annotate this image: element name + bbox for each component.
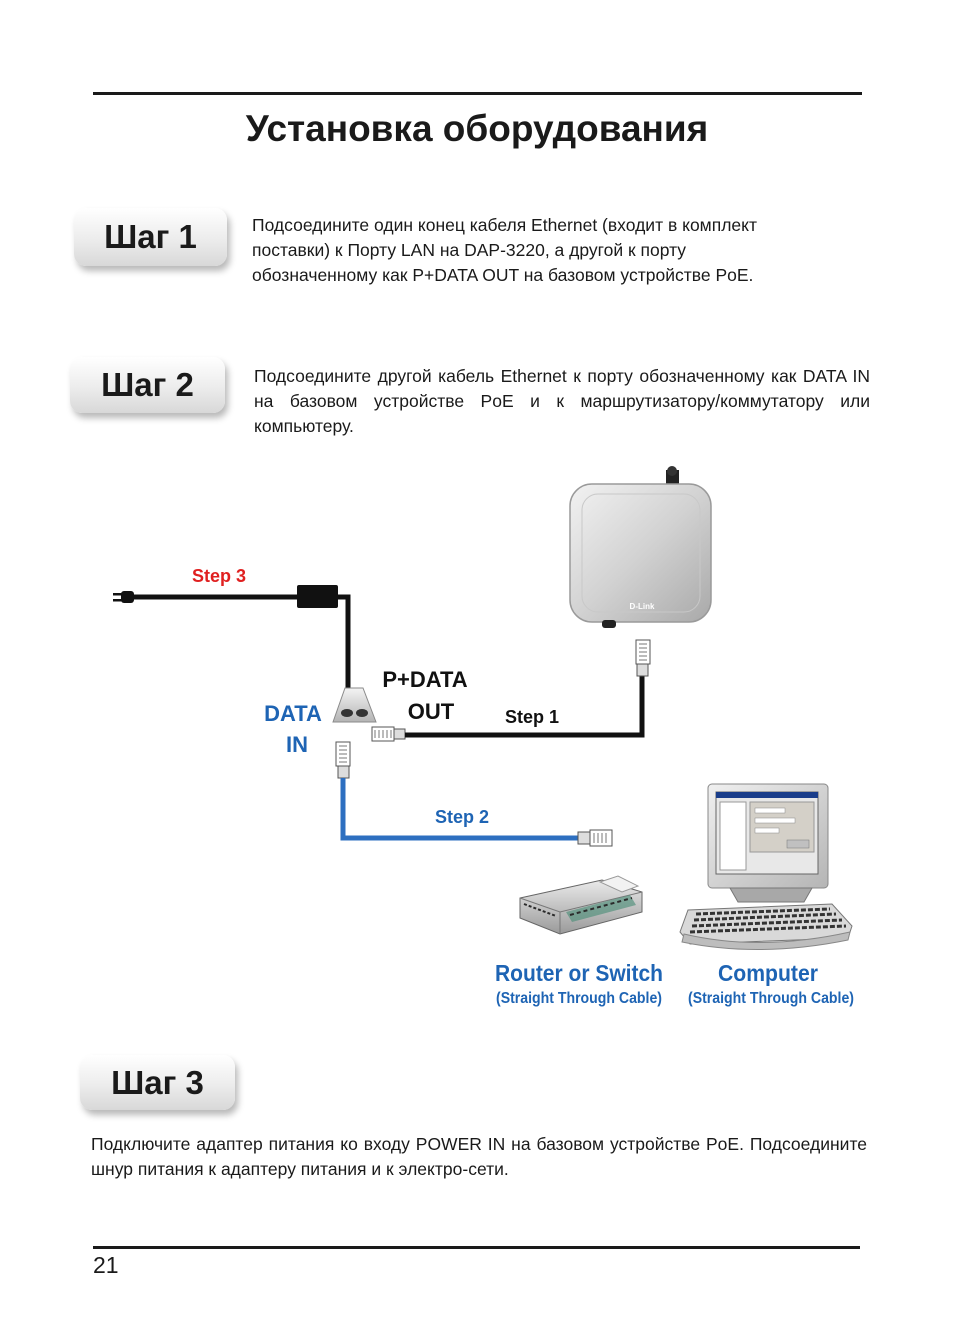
pdata-out-label-line-2: OUT [408,699,455,724]
power-adapter-icon [297,585,338,608]
step-1-badge: Шаг 1 [74,208,227,266]
computer-sublabel: (Straight Through Cable) [688,990,854,1007]
step-3-label: Step 3 [192,566,246,586]
top-rule [93,92,862,95]
step-1-text: Подсоедините один конец кабеля Ethernet … [252,213,862,288]
data-in-label-line-1: DATA [264,701,322,726]
step-1-line-3: обозначенному как P+DATA OUT на базовом … [252,265,754,285]
step-1-line-2: поставки) к Порту LAN на DAP-3220, а дру… [252,240,687,260]
step-2-label: Step 2 [435,807,489,827]
router-label: Router or Switch [495,960,663,986]
page-title: Установка оборудования [245,108,709,149]
step-3-badge: Шаг 3 [80,1055,235,1110]
access-point-icon: D-Link [569,466,712,628]
rj45-connector-icon [635,639,651,677]
power-cord-to-poe [338,594,351,690]
computer-icon [679,783,853,951]
page-number: 21 [93,1252,119,1278]
data-in-label-line-2: IN [286,732,308,757]
ethernet-cable-step-1 [405,676,645,738]
router-sublabel: (Straight Through Cable) [496,990,662,1007]
rj45-connector-icon [371,726,406,742]
device-brand: D-Link [630,602,655,611]
step-1-line-1: Подсоедините один конец кабеля Ethernet … [252,215,758,235]
rj45-connector-icon [335,741,351,779]
step-3-text: Подключите адаптер питания ко входу POWE… [91,1134,867,1179]
router-switch-icon [519,875,643,935]
computer-label: Computer [718,960,818,986]
rj45-connector-icon [577,829,613,847]
step-2-badge: Шаг 2 [70,357,225,413]
power-plug-icon [113,591,134,603]
bottom-rule [93,1246,860,1249]
pdata-out-label-line-1: P+DATA [382,667,467,692]
ethernet-cable-step-2 [340,778,580,841]
step-2-text: Подсоедините другой кабель Ethernet к по… [254,366,870,436]
poe-injector-icon [332,687,377,723]
step-1-label: Step 1 [505,707,559,727]
